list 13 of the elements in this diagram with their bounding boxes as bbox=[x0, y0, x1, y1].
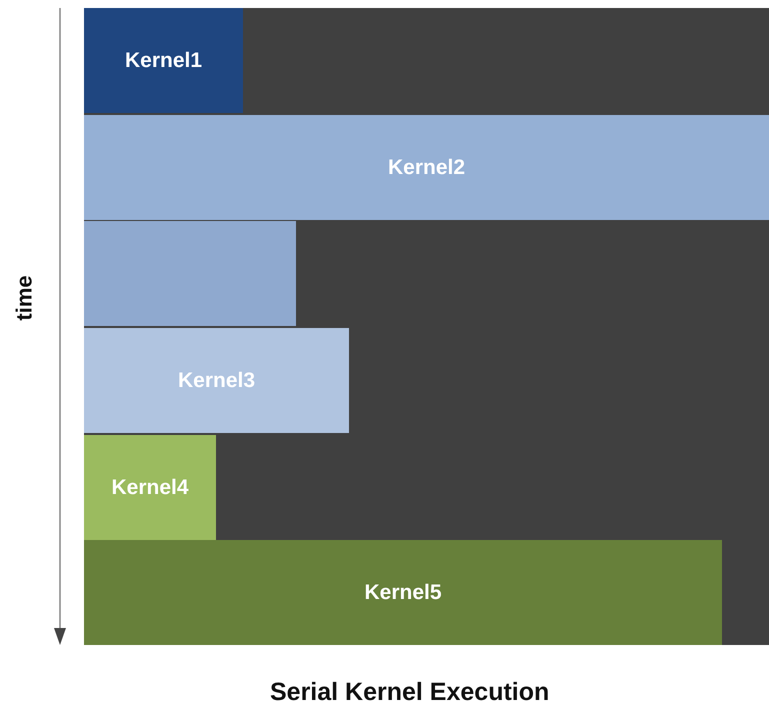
kernel-bar bbox=[84, 435, 216, 540]
kernel-bar bbox=[84, 540, 722, 645]
kernel-label: Kernel1 bbox=[124, 48, 202, 72]
kernel-label: Kernel5 bbox=[364, 580, 442, 604]
kernel-bar bbox=[84, 8, 243, 113]
caption: Serial Kernel Execution bbox=[270, 678, 550, 707]
axis-label: time bbox=[12, 275, 38, 321]
kernel-bar bbox=[84, 115, 769, 220]
bar-segment bbox=[84, 221, 296, 326]
kernel-bar bbox=[84, 328, 349, 433]
kernel-label: Kernel2 bbox=[388, 156, 466, 180]
kernel-label: Kernel4 bbox=[111, 476, 189, 500]
kernel-label: Kernel3 bbox=[178, 368, 256, 392]
